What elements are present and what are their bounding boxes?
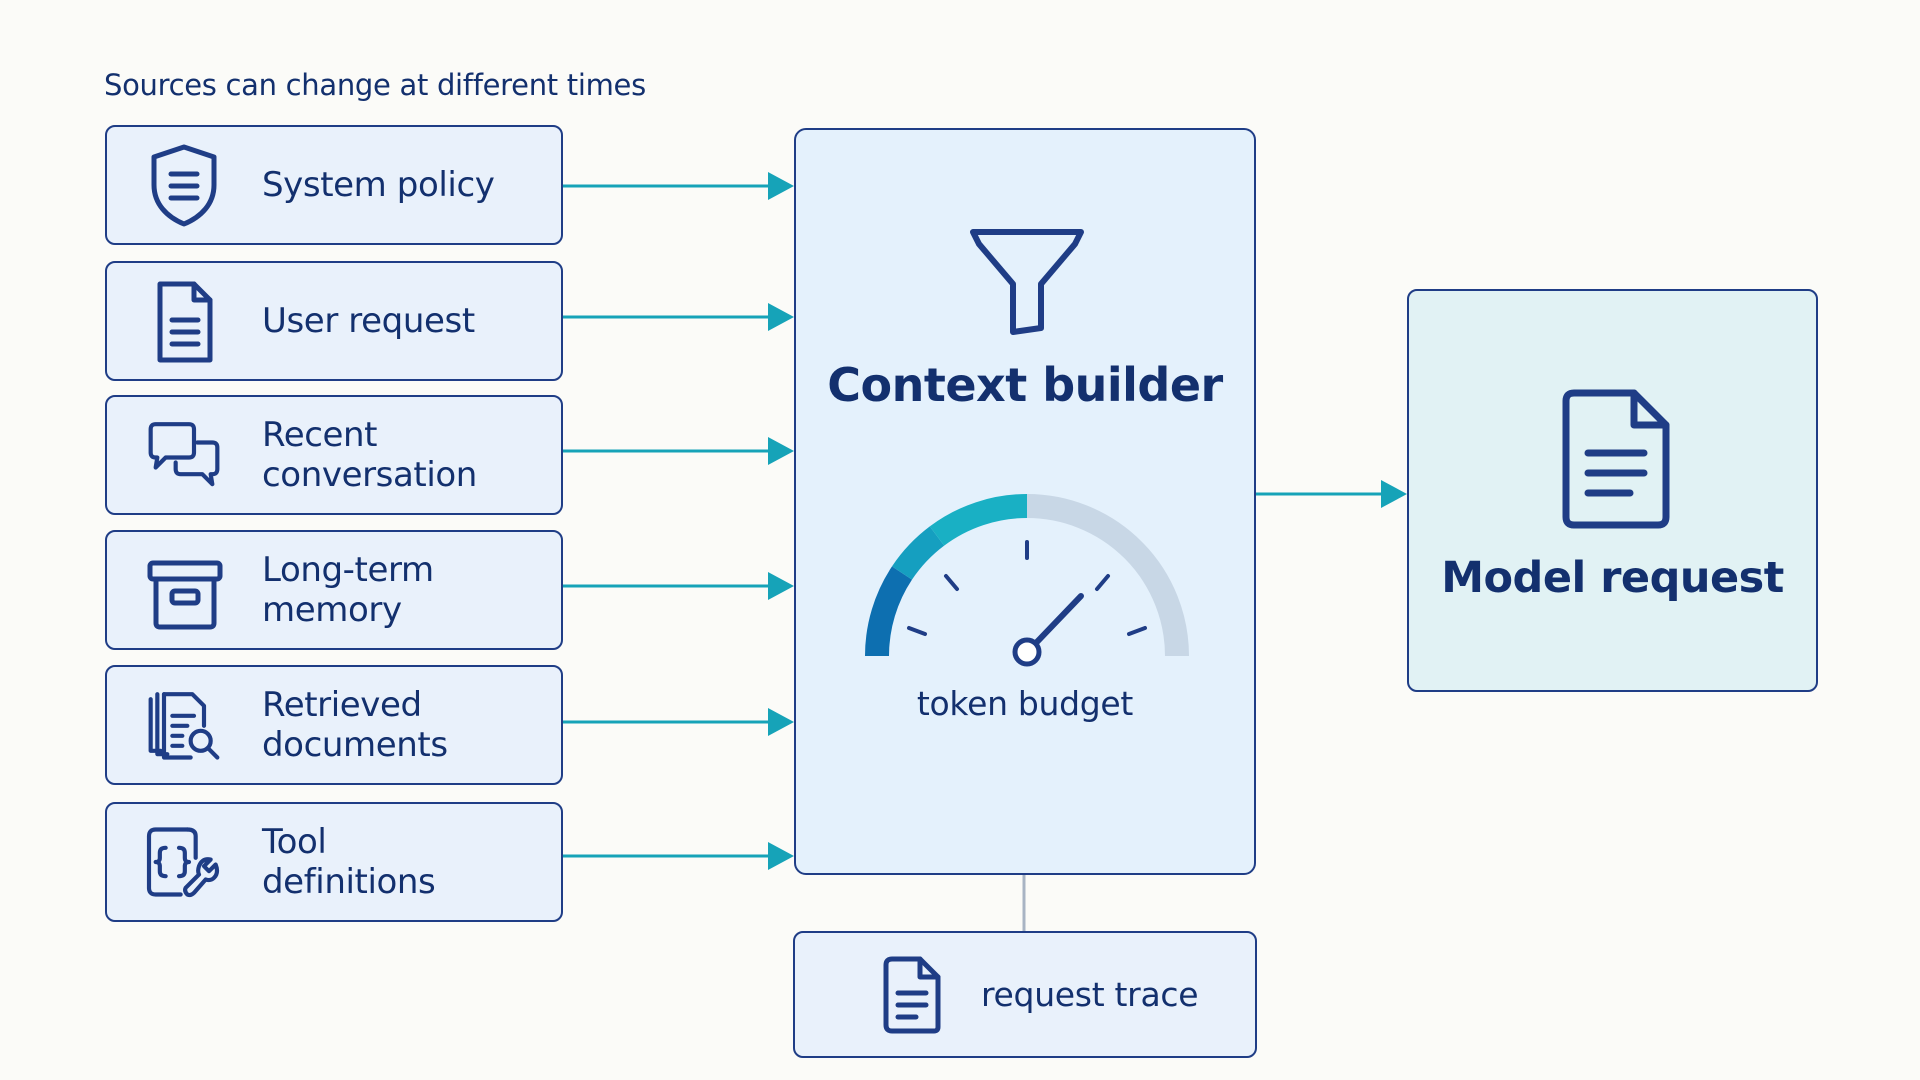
source-label: System policy [262,165,495,205]
arrowhead [1381,480,1407,508]
arrowhead [768,172,794,200]
document-icon [144,276,224,366]
source-label: User request [262,301,475,341]
document-icon [1556,387,1674,537]
source-tool-definitions: Tool definitions [105,802,563,922]
code-wrench-icon [144,817,224,907]
source-retrieved-documents: Retrieved documents [105,665,563,785]
arrowhead [768,303,794,331]
arrowhead [768,437,794,465]
context-builder-title: Context builder [827,358,1223,412]
source-user-request: User request [105,261,563,381]
arrowhead [768,572,794,600]
source-long-term-memory: Long-term memory [105,530,563,650]
context-builder-box: Context builder token budget [794,128,1256,875]
document-icon [880,955,942,1039]
shield-icon [144,140,224,230]
source-label: Tool definitions [262,822,436,902]
arrowhead [768,842,794,870]
funnel-icon [967,226,1087,342]
chat-bubbles-icon [144,410,224,500]
gauge-icon [857,486,1197,680]
document-search-icon [144,680,224,770]
token-budget-label: token budget [916,684,1134,723]
arrowhead [768,708,794,736]
diagram-heading: Sources can change at different times [104,68,646,102]
model-request-box: Model request [1407,289,1818,692]
source-label: Retrieved documents [262,685,448,765]
source-system-policy: System policy [105,125,563,245]
source-label: Recent conversation [262,415,477,495]
archive-box-icon [144,545,224,635]
model-request-title: Model request [1441,553,1784,603]
request-trace-box: request trace [793,931,1257,1058]
request-trace-label: request trace [981,975,1199,1014]
source-recent-conversation: Recent conversation [105,395,563,515]
source-label: Long-term memory [262,550,434,630]
